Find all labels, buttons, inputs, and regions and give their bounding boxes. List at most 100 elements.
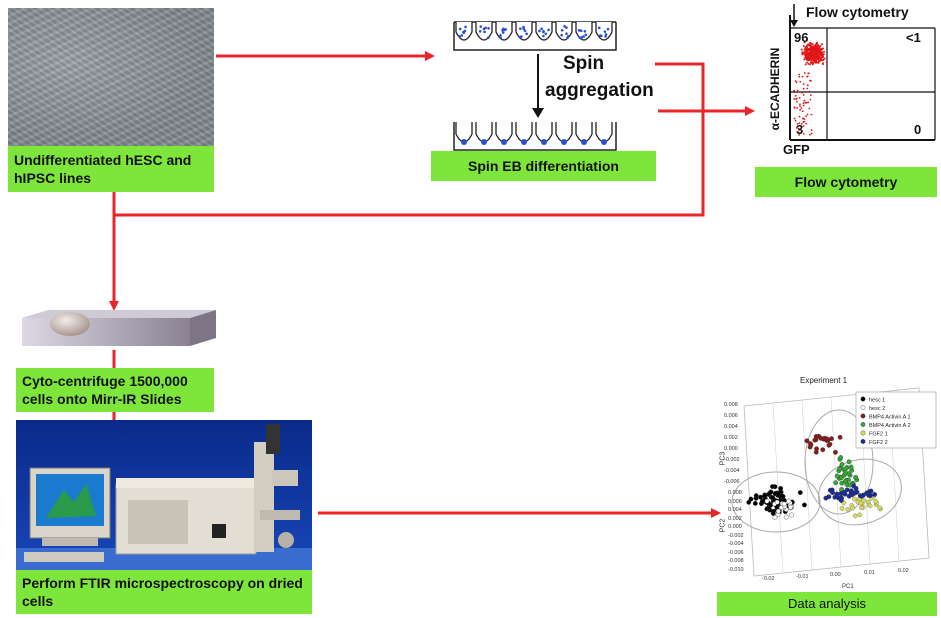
flow-event-dot <box>799 116 801 118</box>
flow-event-dot <box>795 95 797 97</box>
flow-event-dot <box>813 47 815 49</box>
pca-y-tick: 0.004 <box>724 424 738 430</box>
pca-z-tick: 0.008 <box>728 490 742 496</box>
flow-event-dot <box>807 72 809 74</box>
flow-event-dot <box>801 92 803 94</box>
pca-point <box>830 490 834 494</box>
flow-event-dot <box>806 76 808 78</box>
pca-point <box>837 467 841 471</box>
pca-point <box>872 492 876 496</box>
pca-z-tick: -0.006 <box>728 550 744 556</box>
flow-y-label: α-ECADHERIN <box>768 34 782 144</box>
flow-event-dot <box>797 90 799 92</box>
pca-legend-label: FGF2 2 <box>869 440 888 446</box>
pca-point <box>770 484 774 488</box>
flow-event-dot <box>803 100 805 102</box>
pca-point <box>758 495 762 499</box>
pca-point <box>787 499 791 503</box>
down-arrow <box>531 54 545 120</box>
pca-point <box>749 497 753 501</box>
flow-event-dot <box>804 102 806 104</box>
pca-title: Experiment 1 <box>800 376 847 385</box>
flow-event-dot <box>803 58 805 60</box>
pca-z-tick: 0.000 <box>728 524 742 530</box>
pca-legend-label: FGF2 1 <box>869 432 888 438</box>
flow-cytometry-label: Flow cytometry <box>755 167 937 197</box>
pca-point <box>788 505 792 509</box>
pca-point <box>776 509 780 513</box>
pca-point <box>769 490 773 494</box>
flow-event-dot <box>799 105 801 107</box>
flow-event-dot <box>806 59 808 61</box>
flow-event-dot <box>798 76 800 78</box>
pca-legend-label: hesc 1 <box>869 398 885 404</box>
pca-point <box>768 508 772 512</box>
flow-event-dot <box>803 105 805 107</box>
flow-event-dot <box>805 52 807 54</box>
pca-x-tick: -0.02 <box>762 576 775 582</box>
pca-x-tick: 0.01 <box>864 570 875 576</box>
pca-point <box>840 462 844 466</box>
spin-eb-label: Spin EB differentiation <box>431 151 656 181</box>
flow-event-dot <box>800 107 802 109</box>
pca-z-tick: -0.008 <box>728 558 744 564</box>
pca-z-label: PC2 <box>719 519 726 533</box>
flow-event-dot <box>820 52 822 54</box>
pca-point <box>833 480 837 484</box>
flow-event-dot <box>817 45 819 47</box>
flow-event-dot <box>811 49 813 51</box>
flow-event-dot <box>810 94 812 96</box>
flow-event-dot <box>809 99 811 101</box>
pca-point <box>850 506 854 510</box>
pca-point <box>844 466 848 470</box>
pca-x-tick: -0.01 <box>796 574 809 580</box>
pca-z-tick: 0.006 <box>728 499 742 505</box>
flow-event-dot <box>808 53 810 55</box>
flow-event-dot <box>803 53 805 55</box>
flow-event-dot <box>814 57 816 59</box>
flow-event-dot <box>809 134 811 136</box>
pca-x-label: PC1 <box>842 584 854 590</box>
flow-event-dot <box>803 118 805 120</box>
pca-point <box>780 494 784 498</box>
flow-event-dot <box>806 61 808 63</box>
flow-event-dot <box>809 91 811 93</box>
flow-event-dot <box>794 107 796 109</box>
pca-z-tick: 0.002 <box>728 516 742 522</box>
pca-point <box>768 503 772 507</box>
pca-point <box>789 513 793 517</box>
pca-point <box>829 437 833 441</box>
flow-event-dot <box>815 62 817 64</box>
flow-event-dot <box>803 102 805 104</box>
flow-event-dot <box>822 56 824 58</box>
pca-point <box>838 435 842 439</box>
pca-y-tick: -0.004 <box>724 468 740 474</box>
flow-event-dot <box>804 72 806 74</box>
pca-point <box>762 494 766 498</box>
flow-event-dot <box>803 45 805 47</box>
pca-y-tick: 0.008 <box>724 402 738 408</box>
ftir-instrument-image <box>16 420 312 570</box>
flow-event-dot <box>799 81 801 83</box>
pca-point <box>833 450 837 454</box>
flow-title: Flow cytometry <box>806 4 909 20</box>
pca-point <box>858 513 862 517</box>
flow-event-dot <box>801 49 803 51</box>
quadrant-bottom-left: 3 <box>796 122 803 137</box>
pca-point <box>847 460 851 464</box>
flow-event-dot <box>805 63 807 65</box>
pca-point <box>840 481 844 485</box>
flow-event-dot <box>804 49 806 51</box>
flow-event-dot <box>799 97 801 99</box>
flow-event-dot <box>806 46 808 48</box>
well-plate-top <box>452 10 618 52</box>
pca-point <box>853 514 857 518</box>
pca-legend-marker <box>861 405 865 409</box>
pca-point <box>784 515 788 519</box>
pca-point <box>845 507 849 511</box>
pca-point <box>802 503 806 507</box>
flow-event-dot <box>806 49 808 51</box>
flow-event-dot <box>805 123 807 125</box>
pca-point <box>821 448 825 452</box>
pca-point <box>754 496 758 500</box>
